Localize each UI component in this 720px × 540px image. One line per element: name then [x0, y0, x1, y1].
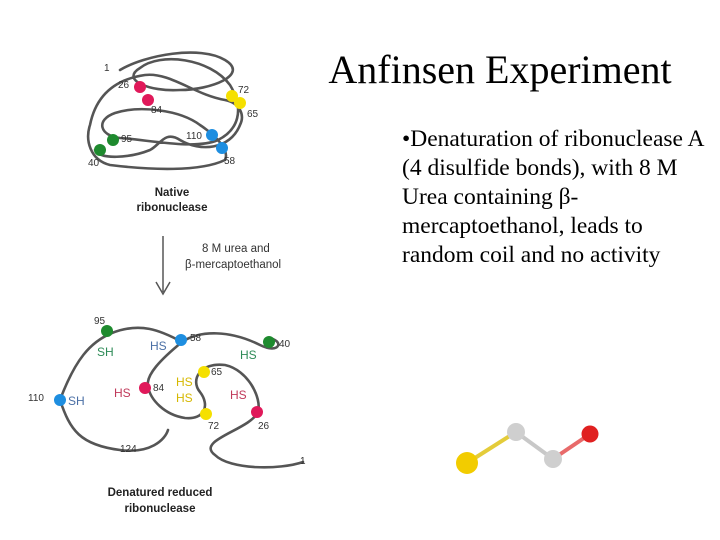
carbon-atom-2 [544, 450, 562, 468]
denat-res-84: 84 [153, 383, 165, 394]
denat-res-58: 58 [190, 333, 202, 344]
native-res-110: 110 [186, 131, 202, 142]
native-caption-line1: Native [155, 187, 190, 199]
native-res-58: 58 [224, 156, 236, 167]
thiol-72: HS [176, 391, 193, 405]
denatured-caption-line2: ribonuclease [125, 503, 196, 515]
mercaptoethanol-molecule [456, 423, 599, 474]
native-res-40: 40 [88, 158, 100, 169]
sulfur-atom [456, 452, 478, 474]
cys72-dot-denat [200, 408, 212, 420]
denat-res-26: 26 [258, 421, 270, 432]
native-caption-line2: ribonuclease [137, 202, 208, 214]
cys72-dot [226, 90, 238, 102]
cys26-dot-denat [251, 406, 263, 418]
denat-res-65: 65 [211, 367, 223, 378]
cys40-dot [94, 144, 106, 156]
denat-res-124: 124 [120, 444, 137, 455]
cys110-dot-denat [54, 394, 66, 406]
native-res-95: 95 [121, 134, 133, 145]
cys58-dot-denat [175, 334, 187, 346]
arrow-head [155, 281, 171, 296]
denat-res-1: 1 [300, 456, 306, 467]
denat-res-72: 72 [208, 421, 220, 432]
denat-res-40: 40 [279, 339, 291, 350]
native-res-84: 84 [151, 105, 163, 116]
native-res-65: 65 [247, 109, 259, 120]
thiol-40: HS [240, 348, 257, 362]
bullet-text: •Denaturation of ribonuclease A (4 disul… [402, 126, 704, 268]
cys110-dot [206, 129, 218, 141]
cys58-dot [216, 142, 228, 154]
reagent-line1: 8 M urea and [202, 243, 270, 255]
cys95-dot-denat [101, 325, 113, 337]
thiol-26: HS [230, 388, 247, 402]
oxygen-atom [581, 425, 599, 443]
native-ribonuclease-diagram: 1 26 72 84 65 95 110 40 58 Native ribonu… [86, 51, 259, 214]
thiol-84: HS [114, 386, 131, 400]
carbon-atom-1 [507, 423, 525, 441]
native-res-72: 72 [238, 85, 250, 96]
denat-res-95: 95 [94, 316, 106, 327]
thiol-65: HS [176, 375, 193, 389]
thiol-58: HS [150, 339, 167, 353]
cys65-dot-denat [198, 366, 210, 378]
denat-res-110: 110 [28, 393, 44, 404]
thiol-110: SH [68, 394, 85, 408]
cys26-dot [134, 81, 146, 93]
denatured-caption-line1: Denatured reduced [108, 487, 213, 499]
cys95-dot [107, 134, 119, 146]
reagent-line2: β-mercaptoethanol [185, 259, 281, 271]
thiol-95: SH [97, 345, 114, 359]
native-res-1: 1 [104, 63, 110, 74]
reaction-arrow: 8 M urea and β-mercaptoethanol [155, 236, 281, 296]
slide-title: Anfinsen Experiment [328, 47, 672, 92]
cys65-dot [234, 97, 246, 109]
native-res-26: 26 [118, 80, 130, 91]
denatured-ribonuclease-diagram: 95 58 40 110 84 65 72 26 124 1 SH HS HS … [28, 316, 306, 515]
cys84-dot-denat [139, 382, 151, 394]
cys40-dot-denat [263, 336, 275, 348]
cys84-dot [142, 94, 154, 106]
